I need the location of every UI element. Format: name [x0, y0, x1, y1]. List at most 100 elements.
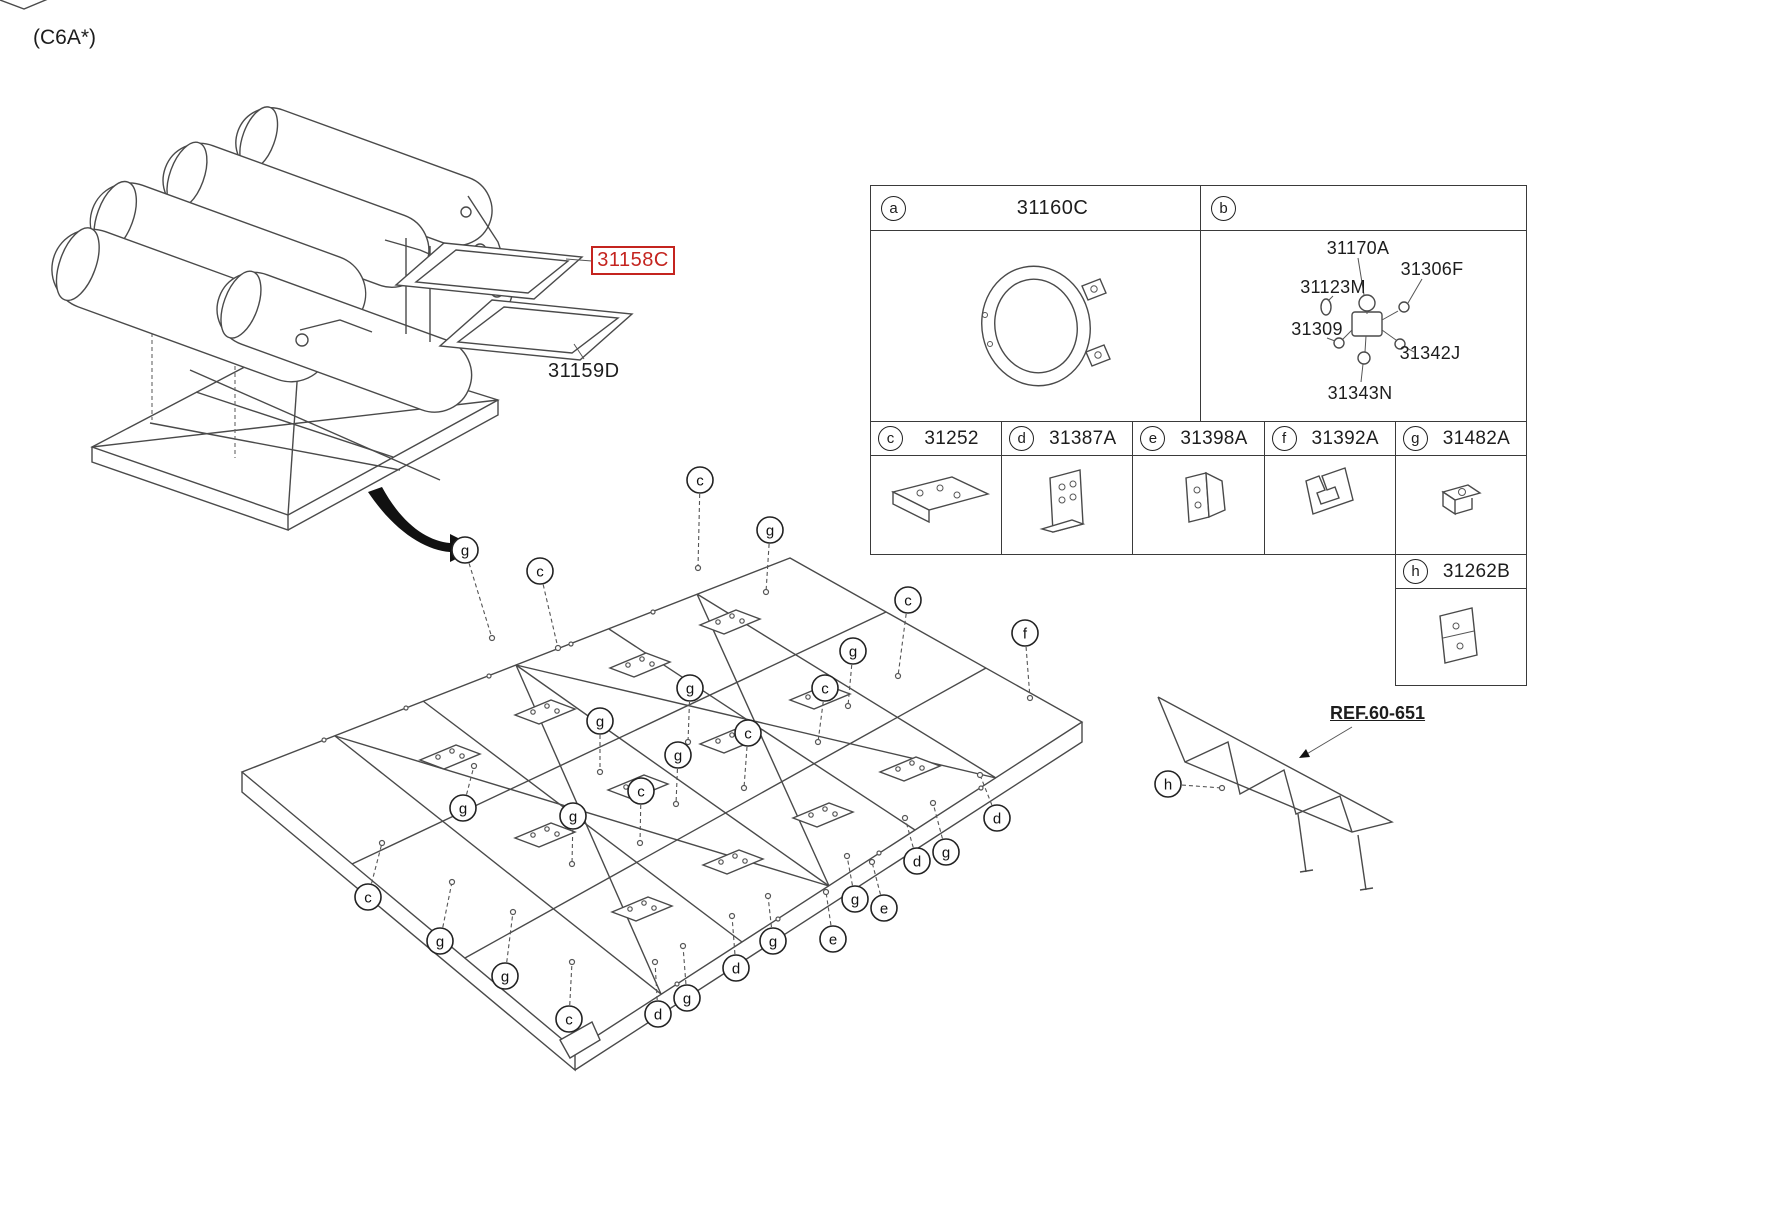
callout-g[interactable]: g: [449, 762, 478, 822]
callout-c[interactable]: c: [555, 958, 583, 1033]
part-image-31160c: [981, 265, 1111, 387]
callout-g[interactable]: g: [676, 674, 704, 746]
svg-text:g: g: [461, 543, 469, 560]
callouts-layer: c g g c c f g c g c g g c g g d g d c g e g e g g d c g d h: [354, 466, 1226, 1033]
key-letter-h: h: [1403, 559, 1428, 584]
part-number-31160c: 31160C: [1016, 196, 1089, 219]
callout-g[interactable]: g: [841, 852, 869, 913]
part-image-31398a: [1185, 471, 1226, 523]
page-code-label: (C6A*): [33, 26, 97, 49]
svg-text:g: g: [686, 681, 694, 698]
svg-text:c: c: [744, 726, 752, 743]
callout-g[interactable]: g: [664, 741, 692, 808]
highlighted-part-number: 31158C: [597, 249, 669, 271]
callout-d[interactable]: d: [722, 912, 750, 982]
callout-h[interactable]: h: [1154, 770, 1226, 798]
table-cell-f: f 31392A: [1264, 422, 1396, 555]
svg-text:c: c: [821, 681, 829, 698]
svg-text:g: g: [766, 523, 774, 540]
callout-g[interactable]: g: [451, 536, 496, 642]
ref-link[interactable]: REF.60-651: [1330, 703, 1426, 723]
part-label-31170a: 31170A: [1326, 238, 1390, 258]
svg-text:d: d: [654, 1007, 662, 1024]
callout-c[interactable]: c: [354, 839, 386, 911]
svg-text:c: c: [536, 564, 544, 581]
svg-text:g: g: [942, 845, 950, 862]
table-cell-h-header: h 31262B: [1396, 555, 1526, 589]
svg-text:g: g: [459, 801, 467, 818]
callout-c[interactable]: c: [894, 586, 922, 680]
callout-g[interactable]: g: [673, 942, 701, 1012]
parts-table-row2: c 31252 d 31387A e 31398A f 31392A: [871, 421, 1527, 555]
table-cell-c: c 31252: [871, 422, 1003, 555]
callout-g[interactable]: g: [929, 799, 960, 866]
key-letter-b: b: [1211, 195, 1236, 221]
table-cell-e: e 31398A: [1133, 422, 1265, 555]
part-label-31306f: 31306F: [1400, 259, 1464, 279]
svg-text:g: g: [501, 969, 509, 986]
part-number-31398a: 31398A: [1180, 427, 1248, 449]
table-cell-b: b: [1201, 186, 1526, 421]
svg-text:g: g: [851, 892, 859, 909]
callout-g[interactable]: g: [426, 878, 456, 955]
callout-g[interactable]: g: [759, 892, 787, 955]
callout-g[interactable]: g: [491, 908, 519, 990]
callout-d[interactable]: d: [976, 771, 1011, 832]
callout-g[interactable]: g: [839, 637, 867, 710]
part-label-31343n: 31343N: [1327, 383, 1393, 403]
part-label-31123m: 31123M: [1300, 277, 1366, 297]
chassis-frame-drawing: [240, 557, 1084, 1072]
svg-text:c: c: [637, 784, 645, 801]
key-letter-a: a: [881, 195, 906, 221]
highlighted-part-box[interactable]: 31158C: [591, 246, 675, 275]
svg-text:e: e: [829, 932, 837, 949]
part-image-31387a: [1039, 469, 1086, 533]
assembly-construction-lines: [151, 305, 236, 458]
table-cell-d: d 31387A: [1002, 422, 1134, 555]
callout-c[interactable]: c: [686, 466, 714, 572]
callout-c[interactable]: c: [811, 674, 839, 746]
key-letter-d: d: [1009, 426, 1035, 451]
part-number-31482a: 31482A: [1442, 427, 1511, 449]
svg-text:g: g: [769, 934, 777, 951]
cng-tank-bundle-drawing: [51, 106, 493, 413]
part-number-31387a: 31387A: [1049, 427, 1117, 449]
callout-d[interactable]: d: [644, 958, 672, 1028]
table-cell-a: a 31160C: [871, 186, 1201, 421]
svg-text:g: g: [674, 748, 682, 765]
svg-text:f: f: [1023, 626, 1028, 643]
svg-text:d: d: [913, 854, 921, 871]
key-letter-e: e: [1140, 426, 1166, 451]
callout-e[interactable]: e: [819, 888, 847, 953]
part-label-31159d: 31159D: [548, 360, 620, 382]
svg-text:h: h: [1164, 777, 1172, 794]
part-image-31170a-valve: [1320, 257, 1423, 383]
mounting-plates-drawing: [394, 242, 634, 361]
callout-g[interactable]: g: [586, 707, 614, 776]
svg-text:g: g: [436, 934, 444, 951]
svg-text:c: c: [696, 473, 704, 490]
part-number-31252: 31252: [924, 427, 979, 449]
svg-text:c: c: [364, 890, 372, 907]
callout-c[interactable]: c: [627, 777, 655, 847]
callout-f[interactable]: f: [1011, 619, 1039, 702]
svg-text:g: g: [683, 991, 691, 1008]
part-label-31309: 31309: [1291, 319, 1343, 339]
callout-c[interactable]: c: [734, 719, 762, 792]
svg-text:g: g: [849, 644, 857, 661]
svg-text:g: g: [569, 809, 577, 826]
pointer-arrow: [368, 487, 478, 562]
callout-g[interactable]: g: [559, 802, 587, 868]
callout-c[interactable]: c: [526, 557, 562, 652]
table-cell-b-header: b: [1201, 186, 1526, 231]
callout-g[interactable]: g: [756, 516, 784, 596]
callout-e[interactable]: e: [868, 858, 898, 922]
key-letter-c: c: [878, 426, 903, 451]
svg-text:e: e: [880, 901, 888, 918]
callout-d[interactable]: d: [901, 814, 931, 875]
part-image-31392a: [1305, 467, 1354, 515]
svg-text:d: d: [732, 961, 740, 978]
table-cell-a-header: a 31160C: [871, 186, 1200, 231]
